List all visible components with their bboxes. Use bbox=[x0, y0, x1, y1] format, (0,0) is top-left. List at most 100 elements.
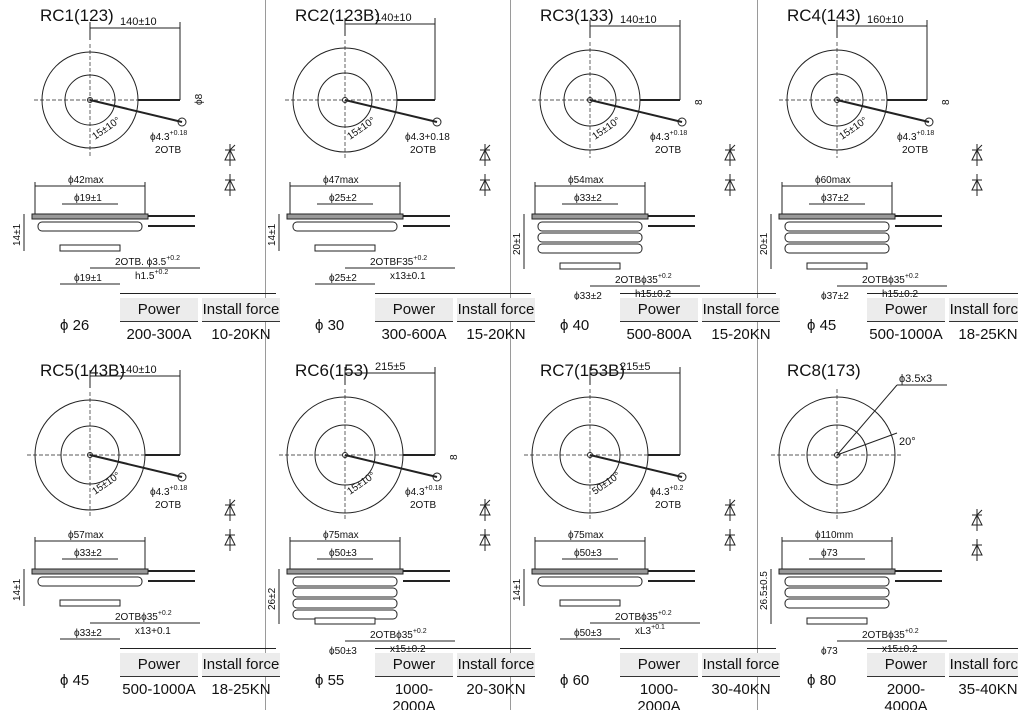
length-dimension: 140±10 bbox=[375, 12, 412, 24]
gate-note: 2OTBϕ35+0.2 bbox=[862, 628, 919, 641]
diode-symbol-icon bbox=[971, 539, 983, 561]
column-divider bbox=[757, 0, 758, 710]
column-divider bbox=[510, 0, 511, 710]
model-title: RC8(173) bbox=[787, 361, 861, 380]
gate-note: 2OTBϕ35+0.2 bbox=[615, 610, 672, 623]
thyristor-symbol-icon bbox=[724, 499, 736, 521]
bottom-diameter: ϕ19±1 bbox=[74, 273, 102, 284]
bottom-diameter: ϕ50±3 bbox=[574, 628, 602, 639]
top-view: 140±10 15±10° ϕ4.3+0.18 2OTB bbox=[27, 364, 187, 518]
power-header: Power bbox=[120, 653, 198, 677]
width-dimension: 8 bbox=[941, 99, 952, 105]
gate-height-note: xL3+0.1 bbox=[635, 624, 665, 637]
inner-diameter: ϕ33±2 bbox=[574, 193, 602, 204]
inner-diameter: ϕ33±2 bbox=[74, 548, 102, 559]
bottom-diameter: ϕ73 bbox=[821, 646, 838, 655]
install-force-value: 15-20KN bbox=[466, 326, 526, 343]
diode-symbol-icon bbox=[724, 529, 736, 551]
gate-height-note: x13±0.1 bbox=[390, 271, 426, 282]
length-dimension: 215±5 bbox=[375, 361, 406, 373]
side-view: ϕ47max ϕ25±2 14±1 2OTBF35+0.2 x13±0.1 ϕ2… bbox=[267, 175, 455, 285]
height-dimension: 14±1 bbox=[12, 578, 23, 601]
spec-table: ϕ 30 Power Install force 300-600A 15-20K… bbox=[295, 293, 535, 348]
install-force-value: 15-20KN bbox=[711, 326, 771, 343]
power-header: Power bbox=[375, 653, 453, 677]
terminal-eye-icon bbox=[432, 117, 442, 127]
terminal-eye-icon bbox=[177, 472, 187, 482]
bottom-diameter: ϕ33±2 bbox=[74, 628, 102, 639]
height-dimension: 20±1 bbox=[512, 232, 523, 255]
diode-symbol-icon bbox=[224, 174, 236, 196]
spec-table: ϕ 60 Power Install force 1000-2000A 30-4… bbox=[540, 648, 780, 710]
install-force-header: Install force bbox=[702, 298, 780, 322]
body-diameter: ϕ 45 bbox=[807, 317, 837, 334]
outer-diameter: ϕ75max bbox=[568, 530, 604, 541]
gate-note: 2OTBϕ35+0.2 bbox=[862, 273, 919, 286]
install-force-value: 35-40KN bbox=[958, 681, 1018, 698]
diode-symbol-icon bbox=[479, 529, 491, 551]
model-title: RC7(153B) bbox=[540, 361, 626, 380]
bottom-diameter: ϕ33±2 bbox=[574, 291, 602, 300]
power-header: Power bbox=[620, 298, 698, 322]
angle-label: 15±10° bbox=[345, 115, 377, 142]
leader-line bbox=[836, 384, 898, 456]
length-dimension: 140±10 bbox=[120, 16, 157, 28]
angle-label: 50±10° bbox=[590, 470, 622, 497]
body-diameter: ϕ 30 bbox=[315, 317, 345, 334]
angle-label: 15±10° bbox=[590, 115, 622, 142]
width-dimension: ϕ8 bbox=[194, 93, 205, 105]
terminal-eye-icon bbox=[432, 472, 442, 482]
power-value: 1000-2000A bbox=[392, 681, 436, 710]
flange bbox=[778, 568, 896, 575]
device-card: RC7(153B) 215±5 50±10° ϕ4.3+0.2 2OTB ϕ75… bbox=[510, 355, 780, 710]
gate-height-note: h15±0.2 bbox=[882, 289, 919, 300]
gate-note: 2OTBϕ35+0.2 bbox=[115, 610, 172, 623]
install-force-header: Install force bbox=[949, 298, 1018, 322]
hole-note: 2OTB bbox=[655, 500, 681, 511]
device-card: RC4(143) 160±10 8 15±10° ϕ4.3+0.18 2OTB … bbox=[757, 0, 1018, 355]
outline-drawing: 140±10 15±10° ϕ4.3+0.18 2OTB ϕ47max ϕ25±… bbox=[267, 12, 491, 285]
power-header: Power bbox=[867, 298, 945, 322]
bottom-diameter: ϕ37±2 bbox=[821, 291, 849, 300]
install-force-header: Install force bbox=[457, 298, 535, 322]
flange bbox=[286, 568, 404, 575]
gate-height-note: x13+0.1 bbox=[135, 626, 171, 637]
body-diameter: ϕ 55 bbox=[315, 672, 345, 689]
gate-lead bbox=[89, 99, 183, 123]
thyristor-symbol-icon bbox=[224, 499, 236, 521]
hole-note: 2OTB bbox=[410, 145, 436, 156]
flange bbox=[31, 568, 149, 575]
gate-note: 2OTB. ϕ3.5+0.2 bbox=[115, 255, 180, 268]
width-dimension: 8 bbox=[694, 99, 705, 105]
flange bbox=[531, 568, 649, 575]
angle-label: 15±10° bbox=[837, 115, 869, 142]
spec-table: ϕ 26 Power Install force 200-300A 10-20K… bbox=[40, 293, 280, 348]
model-title: RC6(153) bbox=[295, 361, 369, 380]
side-view: ϕ75max ϕ50±3 26±2 2OTBϕ35+0.2 x15±0.2 ϕ5… bbox=[267, 530, 455, 655]
terminal-eye-icon bbox=[177, 117, 187, 127]
hole-note: 2OTB bbox=[155, 500, 181, 511]
outer-diameter: ϕ75max bbox=[323, 530, 359, 541]
top-view: 160±10 8 15±10° ϕ4.3+0.18 2OTB bbox=[779, 14, 952, 158]
outline-drawing: 140±10 8 15±10° ϕ4.3+0.18 2OTB ϕ54max ϕ3… bbox=[512, 14, 736, 300]
length-dimension: 160±10 bbox=[867, 14, 904, 26]
gate-note: 2OTBF35+0.2 bbox=[370, 255, 427, 268]
width-dimension: 8 bbox=[449, 454, 460, 460]
outer-diameter: ϕ110mm bbox=[815, 530, 853, 541]
body-diameter: ϕ 80 bbox=[807, 672, 837, 689]
height-dimension: 26.5±0.5 bbox=[759, 571, 770, 610]
side-view: ϕ110mm ϕ73 26.5±0.5 2OTBϕ35+0.2 x15±0.2 … bbox=[759, 530, 947, 655]
hole-dimension: ϕ4.3+0.2 bbox=[650, 485, 683, 498]
column-divider bbox=[265, 0, 266, 710]
outline-drawing: 160±10 8 15±10° ϕ4.3+0.18 2OTB ϕ60max ϕ3… bbox=[759, 14, 983, 300]
thyristor-symbol-icon bbox=[971, 144, 983, 166]
spec-table: ϕ 40 Power Install force 500-800A 15-20K… bbox=[540, 293, 780, 348]
device-card: RC8(173) ϕ3.5x3 20° ϕ110mm ϕ73 26. bbox=[757, 355, 1018, 710]
power-value: 300-600A bbox=[381, 326, 447, 343]
device-card: RC3(133) 140±10 8 15±10° ϕ4.3+0.18 2OTB … bbox=[510, 0, 780, 355]
model-title: RC5(143B) bbox=[40, 361, 126, 380]
gate-note: 2OTBϕ35+0.2 bbox=[615, 273, 672, 286]
install-force-value: 20-30KN bbox=[466, 681, 526, 698]
thyristor-symbol-icon bbox=[479, 144, 491, 166]
install-force-header: Install force bbox=[202, 653, 280, 677]
